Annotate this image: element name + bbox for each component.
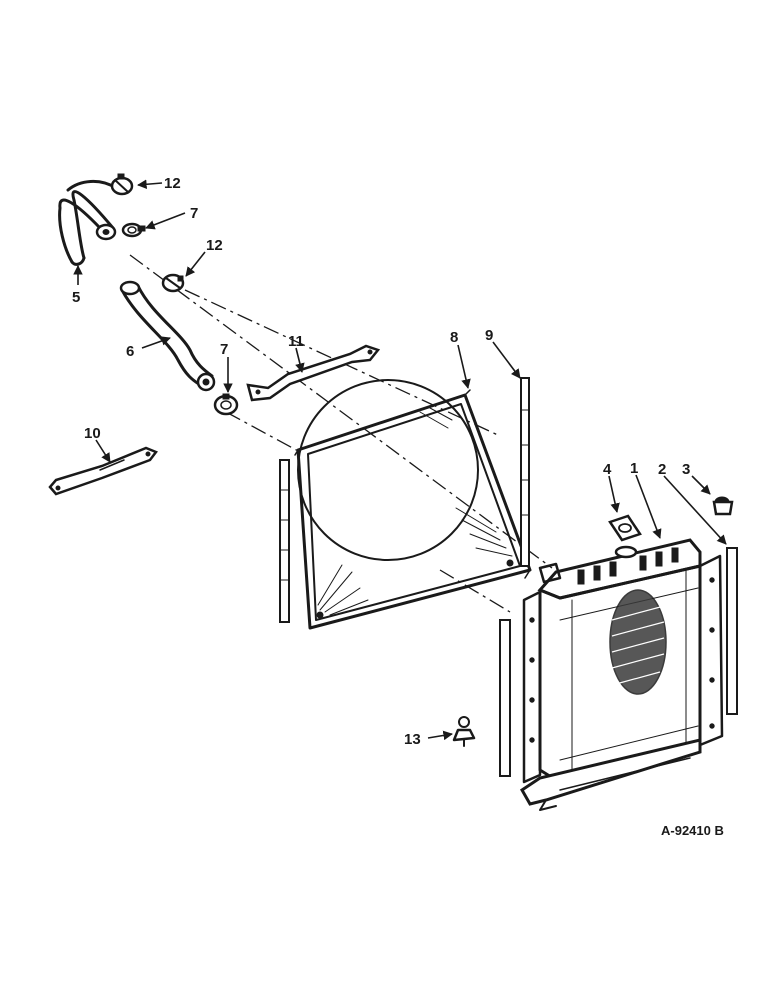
callout-1: 1 (630, 460, 638, 477)
callout-3: 3 (682, 461, 690, 478)
fan-shroud-brace-part-11 (246, 344, 381, 402)
callout-12-upper: 12 (164, 175, 181, 192)
callout-9: 9 (485, 327, 493, 344)
callout-12-lower: 12 (206, 237, 223, 254)
callout-6: 6 (126, 343, 134, 360)
callout-leaders (73, 179, 727, 741)
drawing-number: A-92410 B (661, 823, 724, 838)
drain-cock-part-13 (452, 716, 476, 747)
callout-labels: 12 7 12 5 6 7 11 8 9 10 4 1 2 3 13 (72, 175, 690, 748)
hose-clamp-part-12-lower (161, 273, 185, 293)
hose-clamp-part-7-lower (213, 393, 239, 416)
alignment-centerlines (129, 254, 553, 613)
seal-strip-part-9-shroud-right (520, 377, 530, 567)
callout-7-lower: 7 (220, 341, 228, 358)
seal-strip-radiator-left (499, 619, 511, 777)
callout-7-upper: 7 (190, 205, 198, 222)
seal-strip-part-9-shroud-left (279, 459, 290, 623)
callout-11: 11 (288, 333, 304, 350)
fan-shroud-part-8 (294, 379, 532, 630)
radiator-part-1 (520, 538, 724, 811)
fan-shroud-brace-part-10 (48, 446, 158, 496)
callout-2: 2 (658, 461, 666, 478)
hose-clamp-part-7-upper (121, 222, 146, 238)
callout-10: 10 (84, 425, 101, 442)
radiator-cap-part-3 (712, 496, 734, 516)
callout-13: 13 (404, 731, 421, 748)
callout-8: 8 (450, 329, 458, 346)
seal-strip-part-2 (726, 547, 738, 715)
gasket-part-4 (608, 514, 642, 542)
hose-clamp-part-12-upper (110, 173, 134, 196)
callout-4: 4 (603, 461, 612, 478)
upper-hose-part-5 (58, 180, 118, 266)
callout-5: 5 (72, 289, 80, 306)
lower-hose-part-6 (119, 280, 216, 392)
